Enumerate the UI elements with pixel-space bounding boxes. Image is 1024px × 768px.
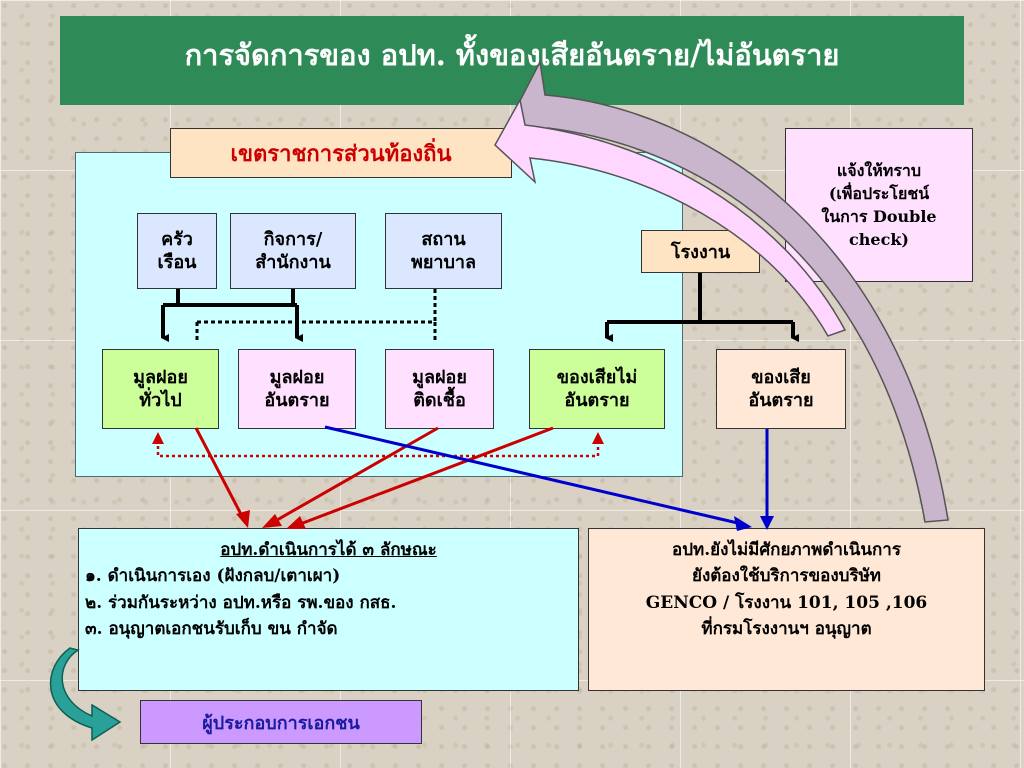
source-household-line1: ครัว (161, 228, 193, 250)
waste-hazardous-industrial-line1: ของเสีย (751, 366, 811, 388)
waste-hazardous-line1: มูลฝอย (269, 366, 325, 388)
notify-line1: แจ้งให้ทราบ (836, 160, 922, 180)
local-operations-item-3: ๓. อนุญาตเอกชนรับเก็บ ขน กำจัด (85, 619, 338, 640)
notify-line2: (เพื่อประโยชน์ (828, 183, 930, 203)
curved-arrow-to-genco (509, 59, 949, 523)
red-dotted-link (152, 432, 604, 458)
red-arrows (194, 426, 554, 529)
source-connectors (161, 273, 799, 342)
waste-hazardous-line2: อันตราย (264, 390, 330, 411)
waste-general: มูลฝอยทั่วไป (102, 349, 219, 429)
region-label: เขตราชการส่วนท้องถิ่น (170, 128, 512, 178)
waste-hazardous: มูลฝอยอันตราย (238, 349, 356, 429)
dotted-connectors (195, 289, 437, 340)
waste-non-hazardous: ของเสียไม่อันตราย (529, 349, 665, 429)
source-hospital: สถานพยาบาล (385, 213, 502, 289)
waste-infectious-line2: ติดเชื้อ (413, 390, 466, 411)
source-business-line2: สำนักงาน (255, 252, 331, 273)
local-operations-item-1: ๑. ดำเนินการเอง (ฝังกลบ/เตาเผา) (85, 566, 341, 587)
waste-hazardous-industrial: ของเสียอันตราย (716, 349, 846, 429)
private-operator-box: ผู้ประกอบการเอกชน (140, 700, 422, 744)
blue-arrows (324, 425, 774, 531)
waste-non-hazardous-line1: ของเสียไม่ (556, 366, 638, 388)
source-household-line2: เรือน (157, 252, 197, 273)
waste-general-line1: มูลฝอย (133, 366, 188, 388)
notify-line3: ในการ Double (821, 207, 937, 226)
waste-infectious-line1: มูลฝอย (412, 366, 467, 388)
waste-non-hazardous-line2: อันตราย (564, 390, 630, 411)
waste-hazardous-industrial-line2: อันตราย (748, 390, 814, 411)
notify-line4: check) (849, 230, 909, 250)
source-hospital-line2: พยาบาล (410, 252, 477, 273)
waste-infectious: มูลฝอยติดเชื้อ (385, 349, 494, 429)
source-household: ครัวเรือน (137, 213, 217, 289)
genco-line-1: อปท.ยังไม่มีศักยภาพดำเนินการ (672, 540, 901, 560)
genco-line-2: ยังต้องใช้บริการของบริษัท (691, 566, 881, 587)
local-operations-heading: อปท.ดำเนินการได้ ๓ ลักษณะ (220, 540, 437, 560)
genco-panel: อปท.ยังไม่มีศักยภาพดำเนินการ ยังต้องใช้บ… (588, 528, 985, 691)
source-hospital-line1: สถาน (421, 228, 466, 250)
curved-arrow-to-callout (494, 97, 847, 337)
source-business-line1: กิจการ/ (263, 228, 323, 250)
local-operations-panel: อปท.ดำเนินการได้ ๓ ลักษณะ ๑. ดำเนินการเอ… (78, 528, 579, 691)
green-curved-arrow (49, 647, 122, 742)
genco-line-3: GENCO / โรงงาน 101, 105 ,106 (645, 592, 928, 613)
local-operations-item-2: ๒. ร่วมกันระหว่าง อปท.หรือ รพ.ของ กสธ. (85, 592, 397, 613)
source-business: กิจการ/สำนักงาน (230, 213, 356, 289)
waste-general-line2: ทั่วไป (139, 390, 182, 411)
genco-line-4: ที่กรมโรงงานฯ อนุญาต (701, 619, 872, 640)
title-bar (60, 16, 964, 105)
slide-title: การจัดการของ อปท. ทั้งของเสียอันตราย/ไม่… (184, 38, 840, 72)
